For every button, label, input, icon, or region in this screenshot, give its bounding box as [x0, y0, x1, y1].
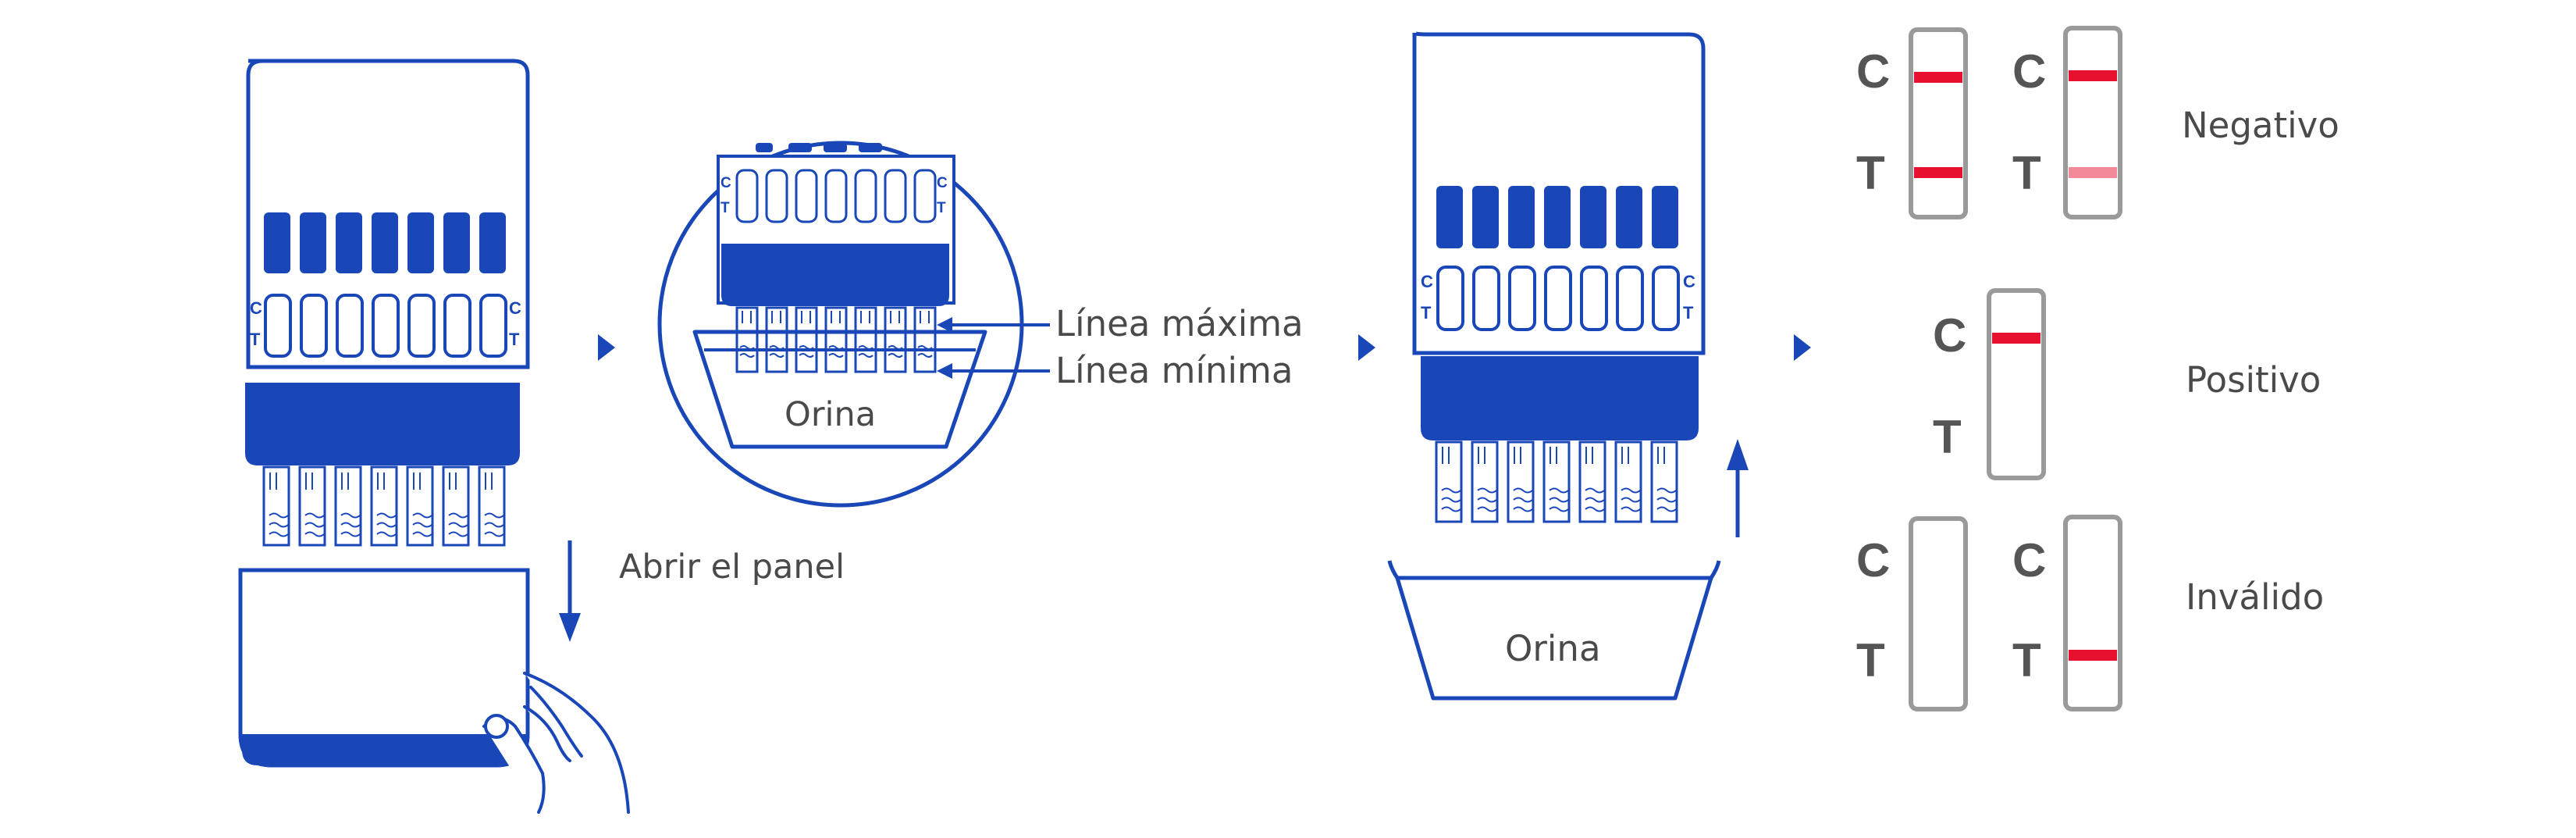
result-windows: [264, 294, 507, 358]
control-line: [2069, 70, 2117, 81]
result-letter-c: C: [2012, 534, 2046, 587]
panel-device-closed: C T C T: [245, 59, 530, 547]
result-positive: C T: [1933, 288, 2046, 480]
test-strip-window: [2063, 26, 2122, 219]
step-arrow-icon: [1794, 334, 1811, 361]
up-arrow-icon: [1727, 439, 1749, 537]
urine-cup: [1387, 560, 1721, 701]
urine-zoom-label: Orina: [785, 395, 876, 434]
result-negative: C T C T: [1856, 26, 2122, 219]
positive-label: Positivo: [2186, 359, 2321, 401]
zoom-t-right: T: [937, 200, 946, 216]
window-t-left: T: [250, 330, 261, 349]
control-line: [1914, 72, 1962, 83]
zoom-c-right: C: [937, 175, 948, 191]
open-window-c-left: C: [1421, 272, 1433, 291]
open-window-c-right: C: [1683, 272, 1695, 291]
window-c-left: C: [250, 298, 262, 318]
result-letter-t: T: [2012, 634, 2041, 686]
zoom-circle: C T C T Orina: [657, 141, 1024, 508]
step-arrow-icon: [1358, 334, 1375, 361]
step-arrow-icon: [598, 334, 615, 361]
result-invalid: C T C T: [1856, 515, 2122, 711]
down-arrow-icon: [559, 540, 581, 642]
min-line-label: Línea mínima: [1055, 350, 1293, 391]
open-panel-label: Abrir el panel: [619, 547, 845, 587]
result-letter-t: T: [2012, 147, 2041, 199]
result-letter-c: C: [1933, 309, 1966, 362]
zoom-c-left: C: [720, 175, 731, 191]
panel-base: [245, 383, 520, 465]
panel-device-open: C T C T: [1412, 31, 1706, 523]
urine-cup-label: Orina: [1505, 628, 1601, 669]
open-window-t-right: T: [1683, 303, 1694, 323]
zoom-t-left: T: [720, 200, 730, 216]
max-line-label: Línea máxima: [1055, 303, 1304, 344]
test-strip-window: [1987, 288, 2046, 480]
level-indicators: [937, 317, 1050, 379]
result-letter-t: T: [1933, 411, 1962, 463]
test-strip-window: [1909, 516, 1968, 711]
drug-label-tabs: [264, 212, 506, 273]
strip-markings: [269, 472, 504, 537]
result-letter-t: T: [1856, 147, 1885, 199]
panel-cap: [238, 568, 530, 768]
test-line: [2069, 650, 2117, 661]
test-strip-window: [2063, 515, 2122, 711]
test-line: [1914, 167, 1962, 178]
result-letter-c: C: [2012, 45, 2046, 98]
window-t-right: T: [509, 330, 520, 349]
test-line-faint: [2069, 167, 2117, 178]
negative-label: Negativo: [2182, 105, 2339, 146]
window-c-right: C: [509, 298, 521, 318]
hand-icon: [482, 672, 630, 814]
invalid-label: Inválido: [2186, 576, 2324, 618]
result-letter-c: C: [1856, 534, 1890, 587]
result-letter-t: T: [1856, 634, 1885, 686]
control-line: [1992, 333, 2041, 344]
test-strip-window: [1909, 27, 1968, 219]
result-letter-c: C: [1856, 45, 1890, 98]
open-window-t-left: T: [1421, 303, 1432, 323]
